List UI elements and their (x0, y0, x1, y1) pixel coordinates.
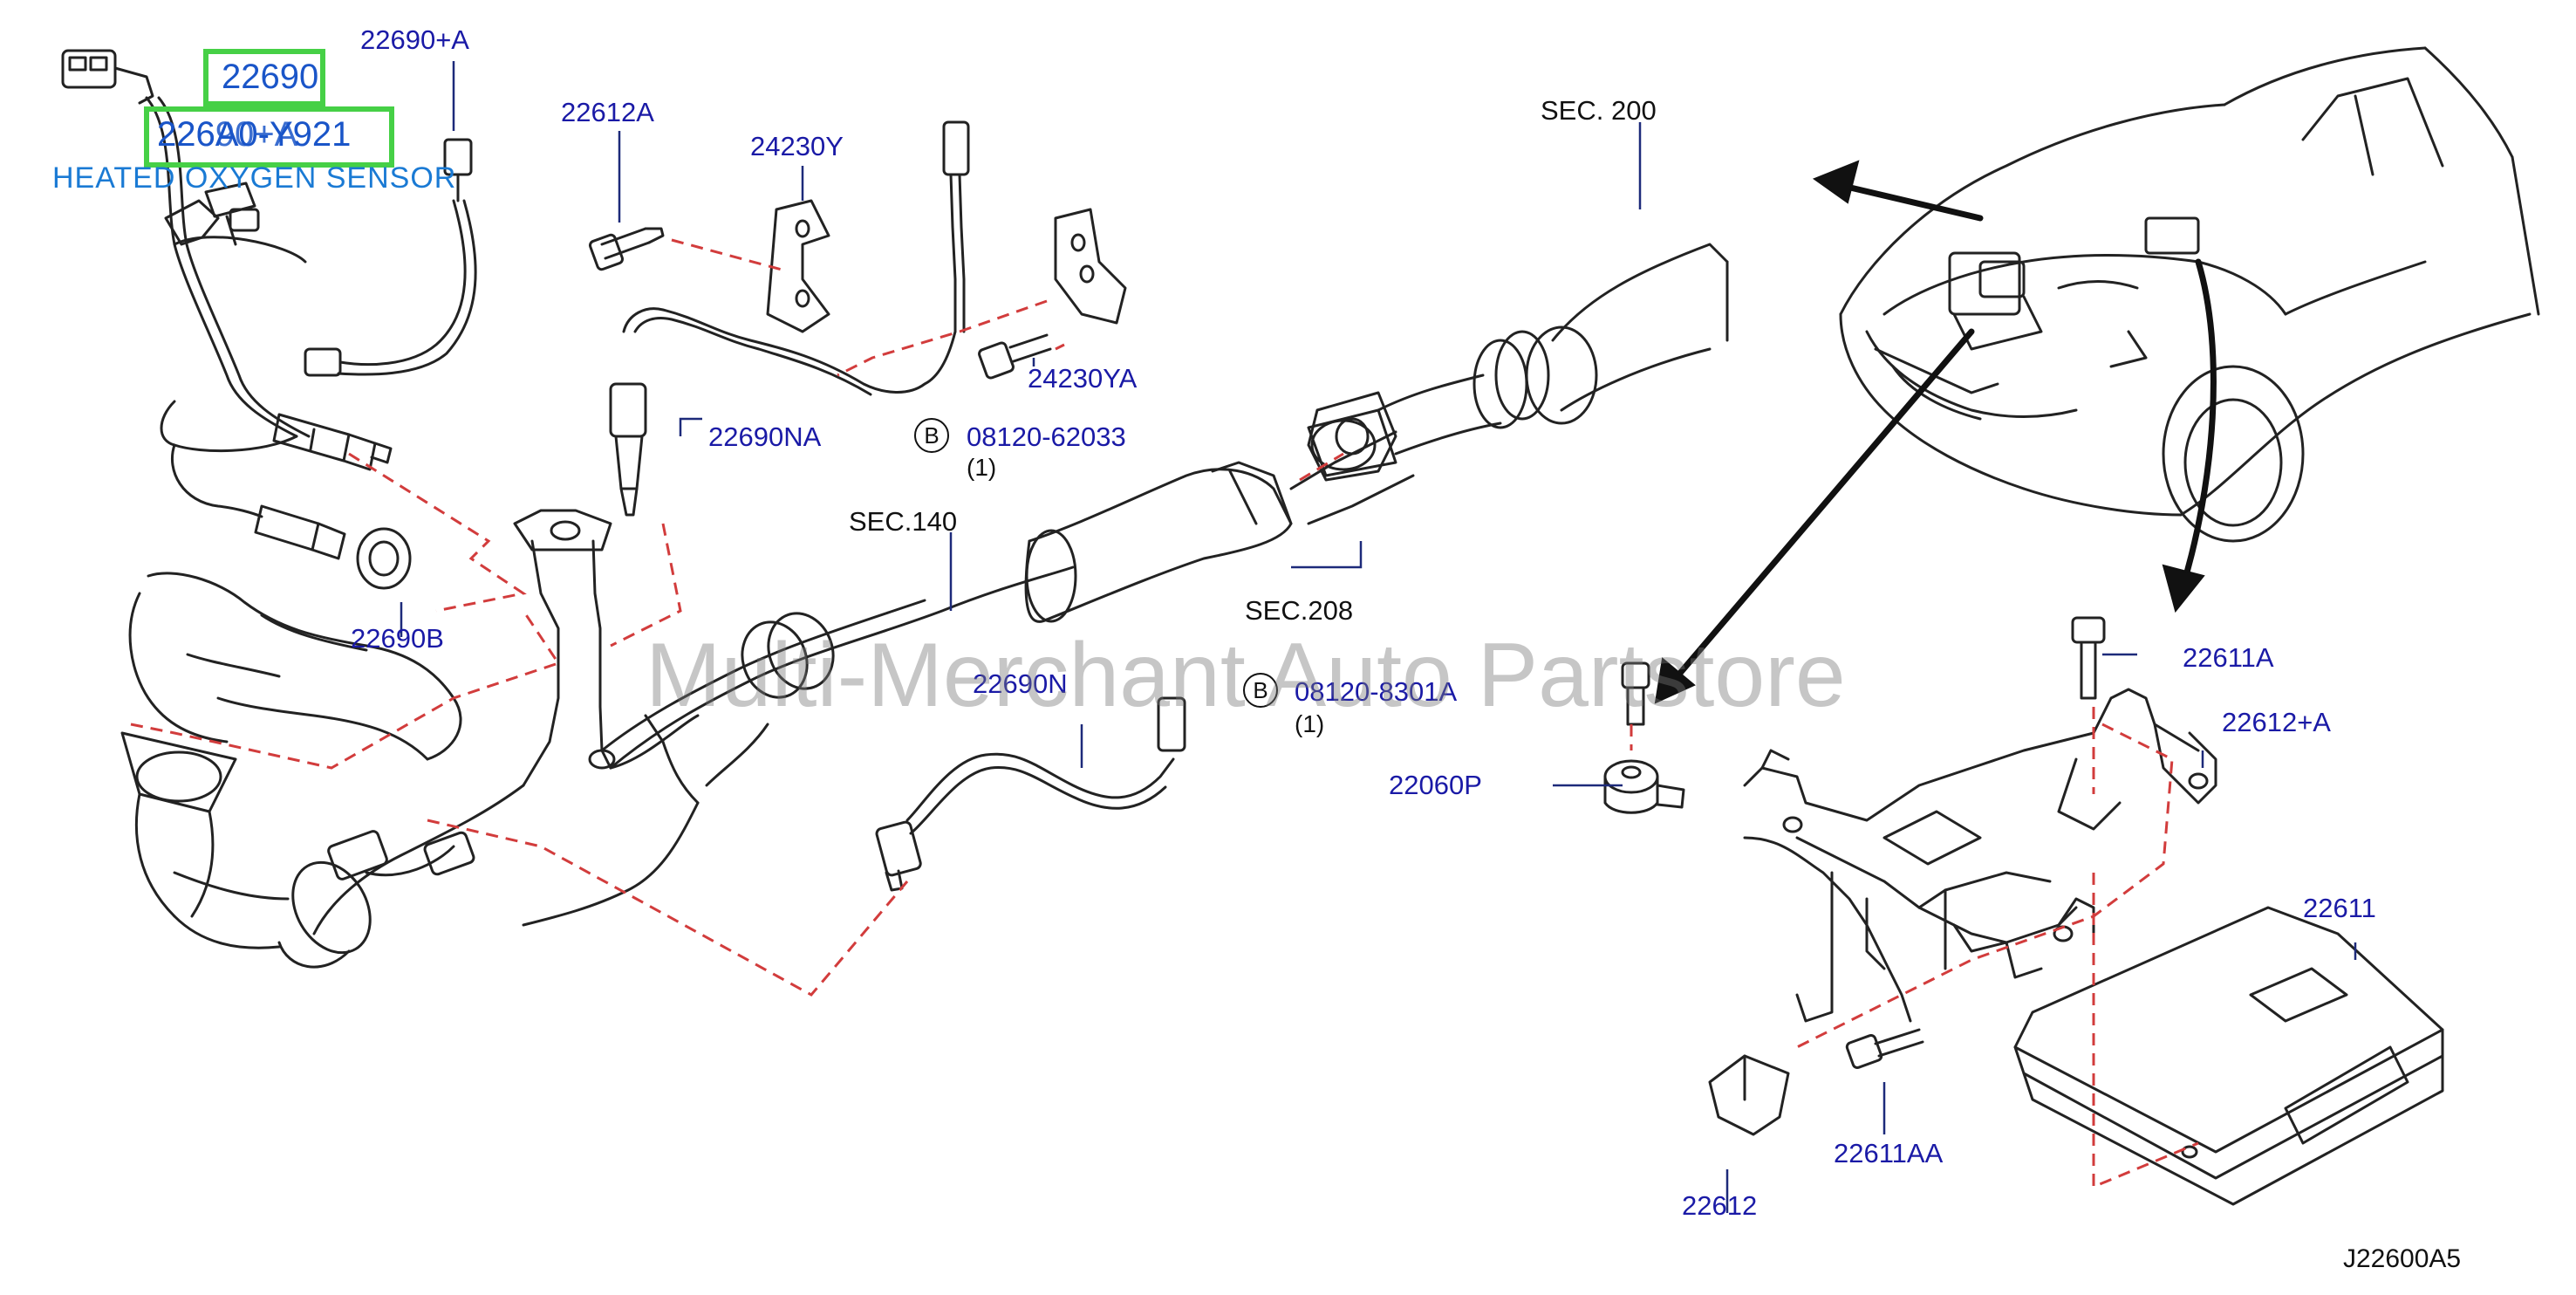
oxygen-sensor-22690-icon (272, 413, 393, 471)
oxygen-sensor-22690n-icon (875, 696, 1186, 892)
highlighted-part-number[interactable]: 22690 (222, 58, 319, 96)
bracket-24230ya-icon (1054, 208, 1127, 325)
section-ref-200[interactable]: SEC. 200 (1541, 95, 1657, 126)
section-ref-140[interactable]: SEC.140 (849, 506, 958, 537)
gasket-ring-icon (356, 527, 412, 590)
part-label-22612[interactable]: 22612 (1682, 1190, 1758, 1221)
watermark-text: Multi-Merchant Auto Partstore (646, 625, 1846, 726)
oxygen-sensor-22690na-icon (609, 120, 970, 517)
bolt-qty-2: (1) (1295, 710, 1325, 737)
knock-sensor-icon (1603, 759, 1685, 814)
part-label-22612-a[interactable]: 22612+A (2222, 707, 2331, 737)
flange-gasket-icon (1307, 391, 1397, 482)
pointer-arrows (1654, 160, 2217, 704)
leader-lines (400, 61, 2357, 1213)
part-label-22060p[interactable]: 22060P (1389, 770, 1482, 800)
part-label-24230ya[interactable]: 24230YA (1028, 363, 1138, 394)
diagram-code: J22600A5 (2343, 1244, 2462, 1273)
bolt-22611aa-icon (1845, 1028, 1924, 1070)
part-label-22611aa[interactable]: 22611AA (1834, 1138, 1944, 1168)
bolt-qty-1: (1) (967, 454, 997, 481)
bracket-24230y-icon (766, 199, 830, 333)
bolt-22612a-icon (588, 227, 665, 271)
part-label-22611a[interactable]: 22611A (2183, 642, 2274, 673)
oxygen-sensor-22690b-icon (254, 504, 346, 560)
dashed-leaders (130, 238, 2199, 1189)
front-pipe-icon (312, 509, 700, 935)
clip-22612-icon (1708, 1054, 1790, 1136)
highlighted-overlap-front[interactable]: 226A0-Y921 (157, 115, 352, 154)
highlight-box-secondary (144, 106, 394, 168)
exhaust-manifold-icon (120, 572, 462, 969)
section-ref-208[interactable]: SEC.208 (1245, 595, 1354, 626)
bolt-22060p-icon (1621, 661, 1650, 726)
connector-22690-icon (61, 49, 154, 105)
part-label-22612a[interactable]: 22612A (561, 97, 654, 127)
part-label-22690na[interactable]: 22690NA (708, 421, 822, 452)
center-pipe-icon (522, 565, 1075, 927)
catalytic-converter-icon (1024, 461, 1293, 623)
part-label-22690n[interactable]: 22690N (973, 668, 1068, 699)
bolt-24230ya-icon (978, 333, 1052, 380)
bolt-symbol-b-2: B (1243, 673, 1278, 708)
bolt-code-1[interactable]: 08120-62033 (967, 421, 1126, 452)
bolt-symbol-b-1: B (914, 418, 949, 453)
bolt-code-2[interactable]: 08120-8301A (1295, 676, 1458, 707)
bolt-22611a-icon (2071, 616, 2106, 700)
diagram-caption: HEATED OXYGEN SENSOR (52, 161, 457, 195)
rear-pipe-icon (1289, 330, 1550, 525)
part-label-22690b[interactable]: 22690B (351, 623, 444, 654)
vehicle-front-icon (1839, 46, 2540, 543)
part-label-22690-a[interactable]: 22690+A (360, 24, 469, 55)
highlight-box-primary (203, 49, 325, 106)
ecm-control-unit-icon (2013, 906, 2444, 1206)
connector-22690a-icon (443, 138, 473, 202)
part-label-22611[interactable]: 22611 (2303, 893, 2376, 923)
ecm-bracket-icon (1743, 688, 2217, 1023)
part-label-24230y[interactable]: 24230Y (750, 131, 844, 161)
highlighted-overlap-back: 22690+A (157, 115, 298, 154)
muffler-icon (1525, 243, 1729, 425)
